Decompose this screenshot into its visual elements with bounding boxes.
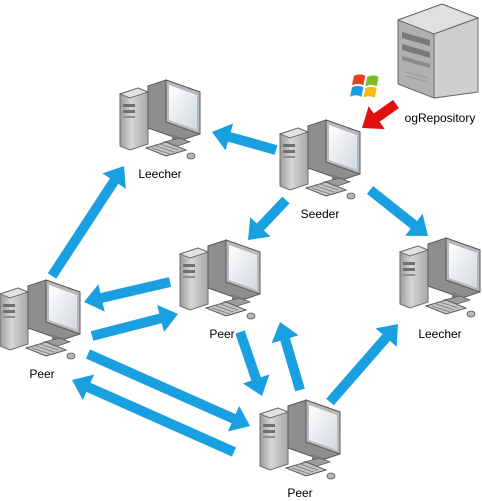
arrow-peer-left-to-peer-bottom [86,349,250,432]
arrow-seeder-to-leecher-top [212,123,278,155]
arrow-peer-left-to-peer-center [90,304,178,341]
peer-left-computer-icon [0,279,81,360]
seeder-computer-icon [279,119,361,200]
peer-bottom-label: Peer [287,486,312,500]
connection-arrows [47,99,428,457]
arrow-peer-bottom-to-leecher-right [326,324,398,406]
arrow-peer-bottom-to-peer-center [271,322,305,392]
arrow-repository-to-seeder [362,99,399,130]
peer-center-computer-icon [179,239,261,320]
peer-bottom-computer-icon [259,399,341,480]
peer-left-label: Peer [29,367,54,381]
leecher-right-label: Leecher [418,327,461,341]
og-repository-label: ogRepository [405,111,476,125]
leecher-right-computer-icon [399,237,481,318]
arrow-seeder-to-peer-center [248,196,290,240]
windows-logo-icon [350,74,379,98]
seeder-label: Seeder [301,207,340,221]
arrow-peer-center-to-peer-left [84,277,172,312]
arrow-peer-left-to-leecher-top [47,166,126,279]
arrow-seeder-to-leecher-right [366,186,428,236]
og-repository-server-icon [397,3,479,99]
peer-center-label: Peer [209,327,234,341]
leecher-top-label: Leecher [138,167,181,181]
leecher-top-computer-icon [119,79,201,160]
arrow-peer-center-to-peer-bottom [235,330,270,396]
arrow-peer-bottom-to-peer-left [72,374,236,457]
